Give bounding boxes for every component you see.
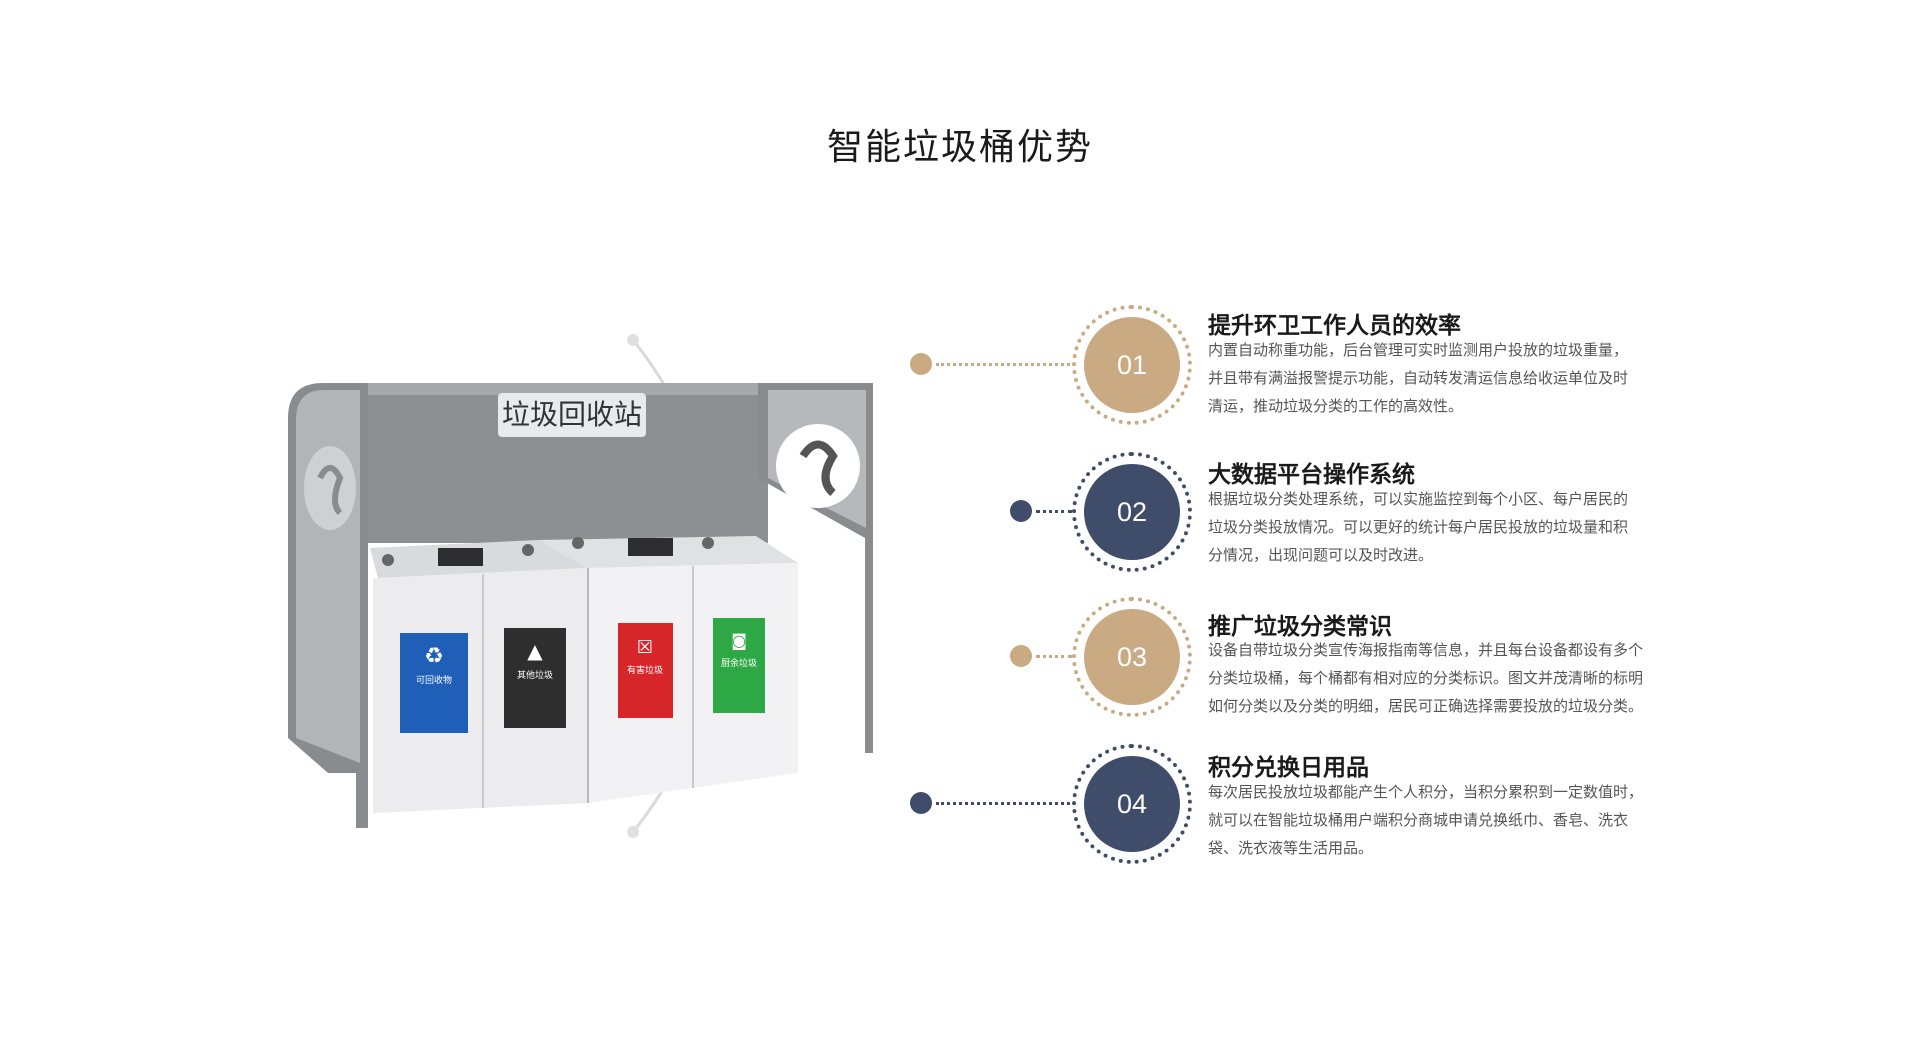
feature-description-line: 内置自动称重功能，后台管理可实时监测用户投放的垃圾重量，	[1208, 341, 1629, 359]
bin-label-recyclable: 可回收物	[416, 674, 452, 686]
feature-title: 推广垃圾分类常识	[1208, 614, 1392, 640]
feature-connector-dot	[910, 353, 932, 375]
station-sign-label: 垃圾回收站	[502, 398, 642, 431]
arc-end-dot-bottom	[627, 826, 639, 838]
feature-description-line: 清运，推动垃圾分类的工作的高效性。	[1208, 397, 1464, 415]
feature-title: 大数据平台操作系统	[1208, 462, 1415, 488]
recycle-icon: ♻	[424, 644, 444, 669]
station-sign	[498, 393, 646, 437]
feature-number-badge: 04	[1084, 756, 1180, 852]
feature-connector-dot	[910, 792, 932, 814]
feature-description-line: 根据垃圾分类处理系统，可以实施监控到每个小区、每户居民的	[1208, 490, 1629, 508]
recycling-station-illustration: 垃圾回收站 ♻ 可回收物 ▲ 其他垃圾 ☒ 有害垃圾 ◙ 厨余垃圾	[288, 383, 873, 828]
bin-food: ◙ 厨余垃圾	[713, 618, 765, 713]
feature-connector-dot	[1010, 500, 1032, 522]
bin-other: ▲ 其他垃圾	[504, 628, 566, 728]
feature-description-line: 并且带有满溢报警提示功能，自动转发清运信息给收运单位及时	[1208, 369, 1629, 387]
trash-icon: ▲	[527, 639, 543, 663]
feature-description-line: 分情况，出现问题可以及时改进。	[1208, 546, 1434, 564]
feature-description: 每次居民投放垃圾都能产生个人积分，当积分累积到一定数值时， 就可以在智能垃圾桶用…	[1208, 778, 1698, 862]
feature-ring	[1072, 744, 1192, 864]
feature-description: 根据垃圾分类处理系统，可以实施监控到每个小区、每户居民的 垃圾分类投放情况。可以…	[1208, 485, 1698, 569]
feature-connector-line	[936, 363, 1070, 366]
page-title: 智能垃圾桶优势	[826, 127, 1093, 168]
station-logo-right-icon	[776, 424, 860, 508]
feature-description: 内置自动称重功能，后台管理可实时监测用户投放的垃圾重量， 并且带有满溢报警提示功…	[1208, 336, 1698, 420]
bin-harmful: ☒ 有害垃圾	[618, 623, 673, 718]
arc-end-dot-top	[627, 334, 639, 346]
feature-ring	[1072, 305, 1192, 425]
feature-description: 设备自带垃圾分类宣传海报指南等信息，并且每台设备都设有多个 分类垃圾桶，每个桶都…	[1208, 636, 1698, 720]
feature-title: 提升环卫工作人员的效率	[1208, 313, 1461, 339]
feature-title: 积分兑换日用品	[1208, 755, 1369, 781]
feature-description-line: 每次居民投放垃圾都能产生个人积分，当积分累积到一定数值时，	[1208, 783, 1644, 801]
feature-description-line: 如何分类以及分类的明细，居民可正确选择需要投放的垃圾分类。	[1208, 697, 1644, 715]
bin-label-food: 厨余垃圾	[721, 657, 757, 669]
feature-description-line: 袋、洗衣液等生活用品。	[1208, 839, 1374, 857]
feature-connector-line	[1036, 510, 1072, 513]
bin-label-harmful: 有害垃圾	[627, 664, 663, 676]
feature-description-line: 分类垃圾桶，每个桶都有相对应的分类标识。图文并茂清晰的标明	[1208, 669, 1644, 687]
feature-connector-dot	[1010, 645, 1032, 667]
bin-recyclable: ♻ 可回收物	[400, 633, 468, 733]
feature-connector-line	[936, 802, 1070, 805]
hazard-icon: ☒	[637, 637, 653, 658]
feature-description-line: 设备自带垃圾分类宣传海报指南等信息，并且每台设备都设有多个	[1208, 641, 1644, 659]
feature-number-badge: 01	[1084, 317, 1180, 413]
feature-number-badge: 02	[1084, 464, 1180, 560]
bin-label-other: 其他垃圾	[517, 669, 553, 681]
feature-description-line: 垃圾分类投放情况。可以更好的统计每户居民投放的垃圾量和积	[1208, 518, 1629, 536]
feature-number-badge: 03	[1084, 609, 1180, 705]
station-logo-left-icon	[304, 446, 356, 530]
feature-ring	[1072, 597, 1192, 717]
feature-connector-line	[1036, 655, 1072, 658]
feature-description-line: 就可以在智能垃圾桶用户端积分商城申请兑换纸巾、香皂、洗衣	[1208, 811, 1629, 829]
feature-ring	[1072, 452, 1192, 572]
food-waste-icon: ◙	[731, 631, 747, 650]
